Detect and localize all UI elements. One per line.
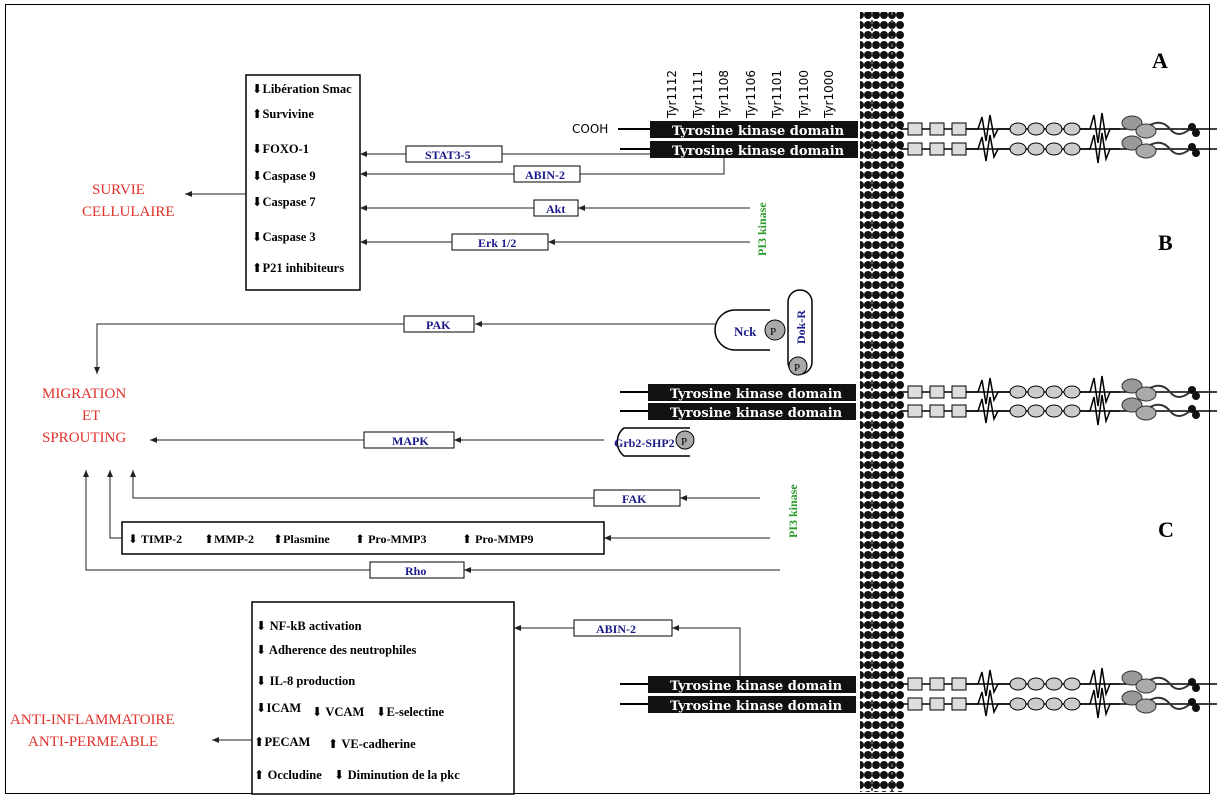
- survival-item: ⬆Survivine: [252, 107, 314, 121]
- kinase-domain-label: Tyrosine kinase domain: [670, 387, 843, 402]
- tyr-label: Tyr1112: [665, 70, 679, 119]
- dok-r-label: Dok-R: [794, 310, 808, 344]
- panel-label-b: B: [1158, 230, 1173, 255]
- kinase-domain-label: Tyrosine kinase domain: [670, 406, 843, 421]
- tyr-label: Tyr1101: [770, 70, 784, 119]
- survival-item: ⬇FOXO-1: [252, 142, 309, 156]
- stat-label: STAT3-5: [425, 148, 471, 162]
- grb2-shp2-label: Grb2-SHP2: [614, 436, 675, 450]
- pi3k-label-b: PI3 kinase: [786, 484, 800, 538]
- migration-effect: ⬆ Pro-MMP3: [355, 532, 426, 546]
- survival-item: ⬇Caspase 9: [252, 169, 316, 183]
- survival-item: ⬇Libération Smac: [252, 82, 352, 96]
- kinase-domain-label: Tyrosine kinase domain: [672, 124, 845, 139]
- abin2-label-c: ABIN-2: [596, 622, 636, 636]
- tyr-label: Tyr1100: [797, 70, 811, 119]
- antiinflam-item: ⬆PECAM: [254, 735, 311, 749]
- survival-item: ⬆P21 inhibiteurs: [252, 261, 344, 275]
- kinase-domain-label: Tyrosine kinase domain: [670, 679, 843, 694]
- tyr-label: Tyr1108: [717, 70, 731, 119]
- outcome-survival-line1: SURVIE: [92, 182, 145, 198]
- phospho-label: P: [770, 326, 776, 338]
- antiinflam-item: ⬆ VE-cadherine: [328, 737, 416, 751]
- outcome-migration-line1: MIGRATION: [42, 386, 126, 402]
- phospho-label: P: [794, 362, 800, 374]
- pi3k-label-a: PI3 kinase: [755, 202, 769, 256]
- phospho-label: P: [681, 436, 687, 448]
- antiinflam-item: ⬇ Adherence des neutrophiles: [256, 643, 417, 657]
- nck-label: Nck: [734, 324, 757, 339]
- panel-label-c: C: [1158, 517, 1174, 542]
- outcome-migration-line2: ET: [82, 408, 100, 424]
- survival-item: ⬇Caspase 7: [252, 195, 316, 209]
- antiinflam-item: ⬇ Diminution de la pkc: [334, 768, 460, 782]
- antiinflam-item: ⬇ IL-8 production: [256, 674, 355, 688]
- antiinflam-item: ⬆ Occludine: [254, 768, 322, 782]
- panel-label-a: A: [1152, 48, 1168, 73]
- abin2-label-a: ABIN-2: [525, 168, 565, 182]
- migration-effect: ⬆Plasmine: [273, 532, 330, 546]
- cell-membrane: [860, 12, 904, 792]
- migration-effect: ⬆ Pro-MMP9: [462, 532, 533, 546]
- mapk-label: MAPK: [392, 434, 429, 448]
- migration-effect: ⬆MMP-2: [204, 532, 254, 546]
- erk-label: Erk 1/2: [478, 236, 516, 250]
- fak-label: FAK: [622, 492, 647, 506]
- akt-label: Akt: [546, 202, 565, 216]
- kinase-domain-label: Tyrosine kinase domain: [672, 144, 845, 159]
- outcome-antiinflam-line1: ANTI-INFLAMMATOIRE: [10, 712, 175, 728]
- survival-item: ⬇Caspase 3: [252, 230, 316, 244]
- tyr-labels: Tyr1112 Tyr1111 Tyr1108 Tyr1106 Tyr1101 …: [665, 70, 836, 119]
- tyr-label: Tyr1106: [744, 70, 758, 119]
- outcome-antiinflam-line2: ANTI-PERMEABLE: [28, 734, 158, 750]
- antiinflam-item: ⬇ NF-kB activation: [256, 619, 362, 633]
- rho-label: Rho: [405, 564, 426, 578]
- outcome-survival-line2: CELLULAIRE: [82, 204, 174, 220]
- pak-label: PAK: [426, 318, 451, 332]
- outcome-migration-line3: SPROUTING: [42, 430, 126, 446]
- tyr-label: Tyr1111: [691, 70, 705, 119]
- antiinflam-item: ⬇ICAM: [256, 701, 301, 715]
- kinase-domain-label: Tyrosine kinase domain: [670, 699, 843, 714]
- cooh-label: COOH: [572, 122, 608, 136]
- tyr-label: Tyr1000: [822, 70, 836, 119]
- antiinflam-item: ⬇ VCAM: [312, 705, 364, 719]
- antiinflam-item: ⬇E-selectine: [376, 705, 445, 719]
- migration-effect: ⬇ TIMP-2: [128, 532, 182, 546]
